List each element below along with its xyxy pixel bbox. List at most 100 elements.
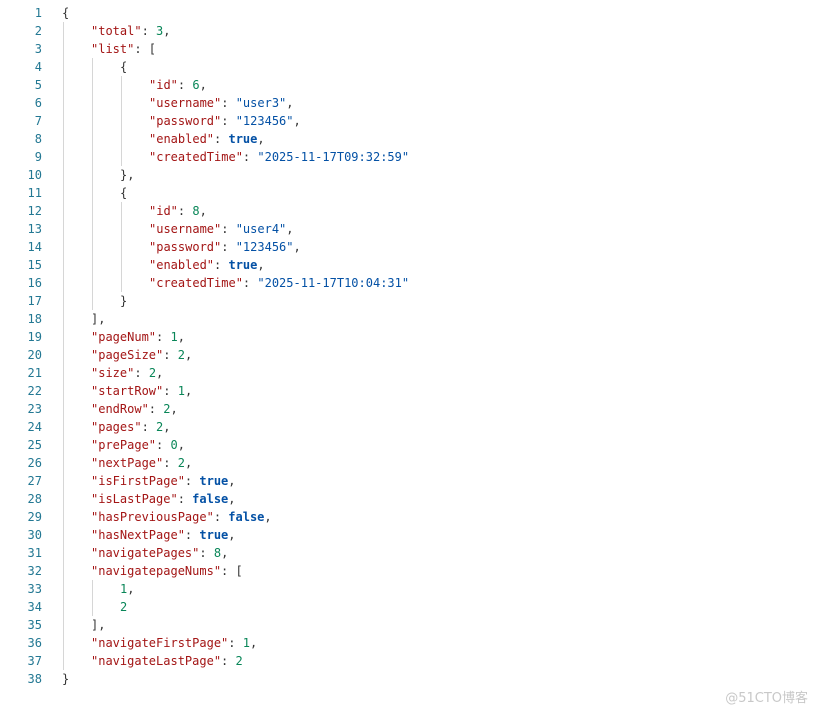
indent-guide: [92, 274, 93, 292]
line-number: 12: [27, 204, 42, 218]
json-punctuation: :: [221, 222, 236, 236]
line-number: 35: [27, 618, 42, 632]
indent-guide: [63, 292, 64, 310]
code-text: "enabled": true,: [149, 130, 265, 148]
line-number: 31: [27, 546, 42, 560]
json-punctuation: ,: [293, 240, 301, 254]
line-number: 26: [27, 456, 42, 470]
code-line: 17}: [0, 292, 818, 310]
code-line: 12"id": 8,: [0, 202, 818, 220]
indent-guide: [63, 40, 64, 58]
code-text: "nextPage": 2,: [91, 454, 192, 472]
json-key: "id": [149, 78, 178, 92]
indent-guide: [92, 148, 93, 166]
code-line: 30"hasNextPage": true,: [0, 526, 818, 544]
json-string: "123456": [235, 240, 294, 254]
json-punctuation: :: [177, 78, 193, 92]
json-string: "123456": [235, 114, 294, 128]
json-key: "prePage": [91, 438, 157, 452]
json-punctuation: ,: [228, 474, 236, 488]
line-number: 18: [27, 312, 42, 326]
json-code-viewer[interactable]: 1{2"total": 3,3"list": [4{5"id": 6,6"use…: [0, 4, 818, 688]
indent-guide: [92, 130, 93, 148]
code-line: 32"navigatepageNums": [: [0, 562, 818, 580]
code-text: "navigateLastPage": 2: [91, 652, 243, 670]
json-string: "user3": [235, 96, 287, 110]
json-key: "size": [91, 366, 135, 380]
json-number: 2: [177, 348, 185, 362]
line-number: 5: [34, 78, 42, 92]
code-line: 10},: [0, 166, 818, 184]
code-line: 37 "navigateLastPage": 2: [0, 652, 818, 670]
json-number: 2: [156, 420, 164, 434]
json-boolean: true: [228, 132, 258, 146]
json-punctuation: :: [177, 204, 193, 218]
indent-guide: [63, 22, 64, 40]
indent-guide: [63, 580, 64, 598]
indent-guide: [92, 166, 93, 184]
code-text: "endRow": 2,: [91, 400, 178, 418]
indent-guide: [63, 274, 64, 292]
json-number: 6: [192, 78, 200, 92]
json-punctuation: : [: [221, 564, 243, 578]
json-punctuation: :: [221, 96, 236, 110]
code-line: 26 "nextPage": 2,: [0, 454, 818, 472]
line-number: 10: [27, 168, 42, 182]
code-text: "size": 2,: [91, 364, 163, 382]
json-punctuation: ,: [127, 582, 135, 596]
json-number: 0: [170, 438, 178, 452]
json-punctuation: :: [163, 348, 178, 362]
json-punctuation: :: [163, 384, 178, 398]
code-text: "isFirstPage": true,: [91, 472, 236, 490]
json-punctuation: ],: [91, 312, 106, 326]
code-text: "pageSize": 2,: [91, 346, 192, 364]
indent-guide: [63, 490, 64, 508]
indent-guide: [63, 652, 64, 670]
json-key: "nextPage": [91, 456, 164, 470]
code-text: 1,: [120, 580, 134, 598]
json-punctuation: ,: [199, 78, 207, 92]
code-line: 31"navigatePages": 8,: [0, 544, 818, 562]
json-key: "total": [91, 24, 142, 38]
line-number: 19: [27, 330, 42, 344]
json-key: "list": [91, 42, 135, 56]
indent-guide: [121, 238, 122, 256]
line-number: 37: [27, 654, 42, 668]
line-number: 6: [34, 96, 42, 110]
code-text: "id": 6,: [149, 76, 207, 94]
code-line: 11{: [0, 184, 818, 202]
json-key: "username": [149, 222, 222, 236]
line-number: 27: [27, 474, 42, 488]
json-key: "pages": [91, 420, 142, 434]
code-text: "prePage": 0,: [91, 436, 185, 454]
line-number: 16: [27, 276, 42, 290]
code-line: 8"enabled": true,: [0, 130, 818, 148]
line-number: 22: [27, 384, 42, 398]
indent-guide: [63, 94, 64, 112]
code-line: 23"endRow": 2,: [0, 400, 818, 418]
line-number: 32: [27, 564, 42, 578]
code-line: 27 "isFirstPage": true,: [0, 472, 818, 490]
code-text: "hasNextPage": true,: [91, 526, 236, 544]
indent-guide: [63, 328, 64, 346]
code-line: 28"isLastPage": false,: [0, 490, 818, 508]
code-text: }: [120, 292, 127, 310]
json-punctuation: {: [120, 60, 128, 74]
indent-guide: [63, 166, 64, 184]
line-number: 13: [27, 222, 42, 236]
line-number: 34: [27, 600, 42, 614]
code-line: 5 "id": 6,: [0, 76, 818, 94]
code-line: 2"total": 3,: [0, 22, 818, 40]
json-punctuation: ,: [199, 204, 207, 218]
json-punctuation: ,: [156, 366, 164, 380]
code-line: 24"pages": 2,: [0, 418, 818, 436]
json-punctuation: ,: [184, 384, 193, 398]
json-key: "endRow": [91, 402, 149, 416]
line-number: 9: [34, 150, 42, 164]
indent-guide: [92, 202, 93, 220]
indent-guide: [121, 202, 122, 220]
json-punctuation: ,: [184, 348, 193, 362]
code-line: 36"navigateFirstPage": 1,: [0, 634, 818, 652]
